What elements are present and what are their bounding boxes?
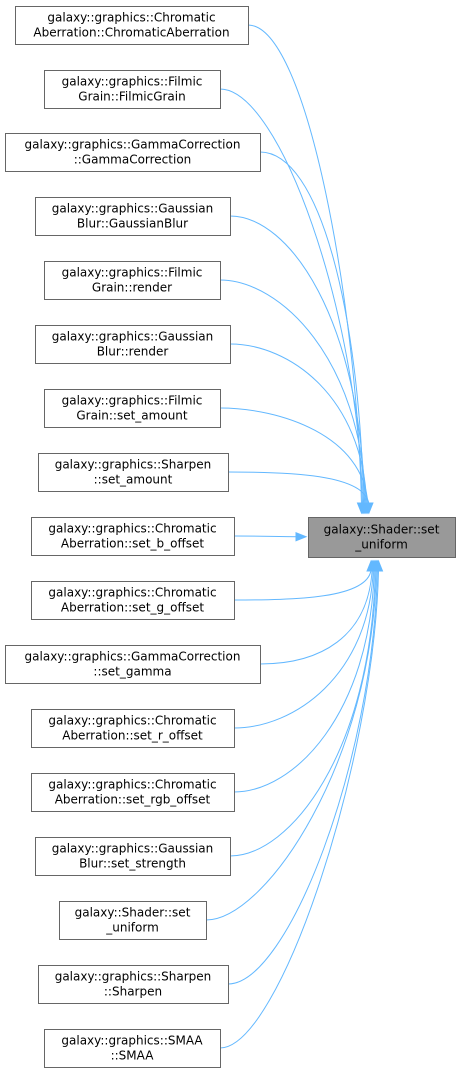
caller-node-box <box>59 901 207 940</box>
node-label-line: galaxy::graphics::Filmic <box>62 266 203 280</box>
caller-node[interactable]: galaxy::Shader::set_uniform <box>59 901 207 940</box>
caller-node[interactable]: galaxy::graphics::GammaCorrection::Gamma… <box>5 133 261 172</box>
call-edge <box>233 569 375 793</box>
call-edge <box>233 569 374 729</box>
target-node[interactable]: galaxy::Shader::set_uniform <box>308 517 456 558</box>
caller-node-box <box>31 709 235 748</box>
caller-node-box <box>38 965 229 1004</box>
node-label-line: galaxy::graphics::Filmic <box>62 394 203 408</box>
node-label-line: galaxy::graphics::Chromatic <box>48 714 216 728</box>
node-label-line: Aberration::set_b_offset <box>61 537 204 551</box>
target-node-box <box>308 517 456 558</box>
node-label-line: ::SMAA <box>111 1049 155 1063</box>
caller-node[interactable]: galaxy::graphics::FilmicGrain::FilmicGra… <box>44 70 221 109</box>
nodes: galaxy::graphics::ChromaticAberration::C… <box>5 6 456 1068</box>
caller-node[interactable]: galaxy::graphics::GaussianBlur::render <box>35 325 231 364</box>
call-edge <box>233 535 299 538</box>
caller-node-box <box>44 389 221 428</box>
node-label-line: galaxy::graphics::GammaCorrection <box>25 138 241 152</box>
node-label-line: Grain::set_amount <box>76 409 188 423</box>
call-edge <box>219 279 367 505</box>
call-edge <box>229 343 368 505</box>
node-label-line: Grain::FilmicGrain <box>78 90 185 104</box>
caller-node-box <box>35 325 231 364</box>
call-edge <box>229 569 376 857</box>
caller-node[interactable]: galaxy::graphics::ChromaticAberration::s… <box>31 581 235 620</box>
node-label-line: Blur::render <box>97 345 169 359</box>
caller-node-box <box>44 261 221 300</box>
call-edge <box>205 569 377 921</box>
node-label-line: Blur::set_strength <box>79 857 186 871</box>
caller-node[interactable]: galaxy::graphics::ChromaticAberration::s… <box>31 773 235 812</box>
node-label-line: galaxy::Shader::set <box>75 906 191 920</box>
node-label-line: galaxy::graphics::Chromatic <box>48 586 216 600</box>
node-label-line: _uniform <box>354 538 408 552</box>
node-label-line: _uniform <box>105 921 159 935</box>
call-edge <box>219 88 364 505</box>
node-label-line: galaxy::graphics::Chromatic <box>48 522 216 536</box>
node-label-line: ::GammaCorrection <box>74 153 192 167</box>
node-label-line: ::Sharpen <box>104 985 162 999</box>
node-label-line: galaxy::graphics::Chromatic <box>48 778 216 792</box>
node-label-line: Aberration::set_rgb_offset <box>55 793 211 807</box>
caller-node[interactable]: galaxy::graphics::GammaCorrection::set_g… <box>5 645 261 684</box>
caller-node-box <box>5 133 261 172</box>
caller-node[interactable]: galaxy::graphics::Sharpen::set_amount <box>38 453 229 492</box>
edges <box>205 24 384 1049</box>
caller-node[interactable]: galaxy::graphics::GaussianBlur::Gaussian… <box>35 197 231 236</box>
caller-node[interactable]: galaxy::graphics::Sharpen::Sharpen <box>38 965 229 1004</box>
caller-node[interactable]: galaxy::graphics::GaussianBlur::set_stre… <box>35 837 231 876</box>
call-edge <box>227 471 370 505</box>
node-label-line: Aberration::ChromaticAberration <box>33 26 229 40</box>
node-label-line: galaxy::graphics::Gaussian <box>52 330 214 344</box>
caller-node[interactable]: galaxy::graphics::FilmicGrain::set_amoun… <box>44 389 221 428</box>
caller-node-box <box>5 645 261 684</box>
call-edge <box>219 569 380 1049</box>
caller-node-box <box>38 453 229 492</box>
node-label-line: galaxy::graphics::Chromatic <box>47 11 215 25</box>
call-edge <box>247 24 362 505</box>
caller-node-box <box>31 581 235 620</box>
caller-node[interactable]: galaxy::graphics::FilmicGrain::render <box>44 261 221 300</box>
caller-node-box <box>35 197 231 236</box>
node-label-line: ::set_amount <box>94 473 173 487</box>
node-label-line: galaxy::Shader::set <box>324 523 440 537</box>
call-edge <box>219 407 369 505</box>
call-edge <box>227 569 378 985</box>
node-label-line: Aberration::set_r_offset <box>62 729 203 743</box>
node-label-line: galaxy::graphics::Filmic <box>62 75 203 89</box>
caller-node-box <box>44 70 221 109</box>
call-edge <box>233 569 372 601</box>
arrowhead <box>295 532 308 542</box>
node-label-line: galaxy::graphics::GammaCorrection <box>25 650 241 664</box>
caller-node-box <box>44 1029 221 1068</box>
arrowhead <box>364 502 374 515</box>
node-label-line: ::set_gamma <box>93 665 171 679</box>
caller-node-box <box>15 6 249 45</box>
caller-node-box <box>31 773 235 812</box>
caller-node[interactable]: galaxy::graphics::SMAA::SMAA <box>44 1029 221 1068</box>
caller-node[interactable]: galaxy::graphics::ChromaticAberration::s… <box>31 517 235 556</box>
node-label-line: Grain::render <box>92 281 172 295</box>
node-label-line: galaxy::graphics::Gaussian <box>52 202 214 216</box>
node-label-line: galaxy::graphics::Sharpen <box>55 970 212 984</box>
caller-node-box <box>35 837 231 876</box>
node-label-line: Blur::GaussianBlur <box>77 217 188 231</box>
node-label-line: galaxy::graphics::Gaussian <box>52 842 214 856</box>
arrowhead <box>373 559 384 572</box>
call-edge <box>259 569 373 665</box>
node-label-line: galaxy::graphics::SMAA <box>61 1034 203 1048</box>
call-edge <box>229 215 366 505</box>
caller-node-box <box>31 517 235 556</box>
node-label-line: galaxy::graphics::Sharpen <box>55 458 212 472</box>
call-edge <box>259 151 365 505</box>
node-label-line: Aberration::set_g_offset <box>61 601 204 615</box>
caller-node[interactable]: galaxy::graphics::ChromaticAberration::C… <box>15 6 249 45</box>
caller-node[interactable]: galaxy::graphics::ChromaticAberration::s… <box>31 709 235 748</box>
